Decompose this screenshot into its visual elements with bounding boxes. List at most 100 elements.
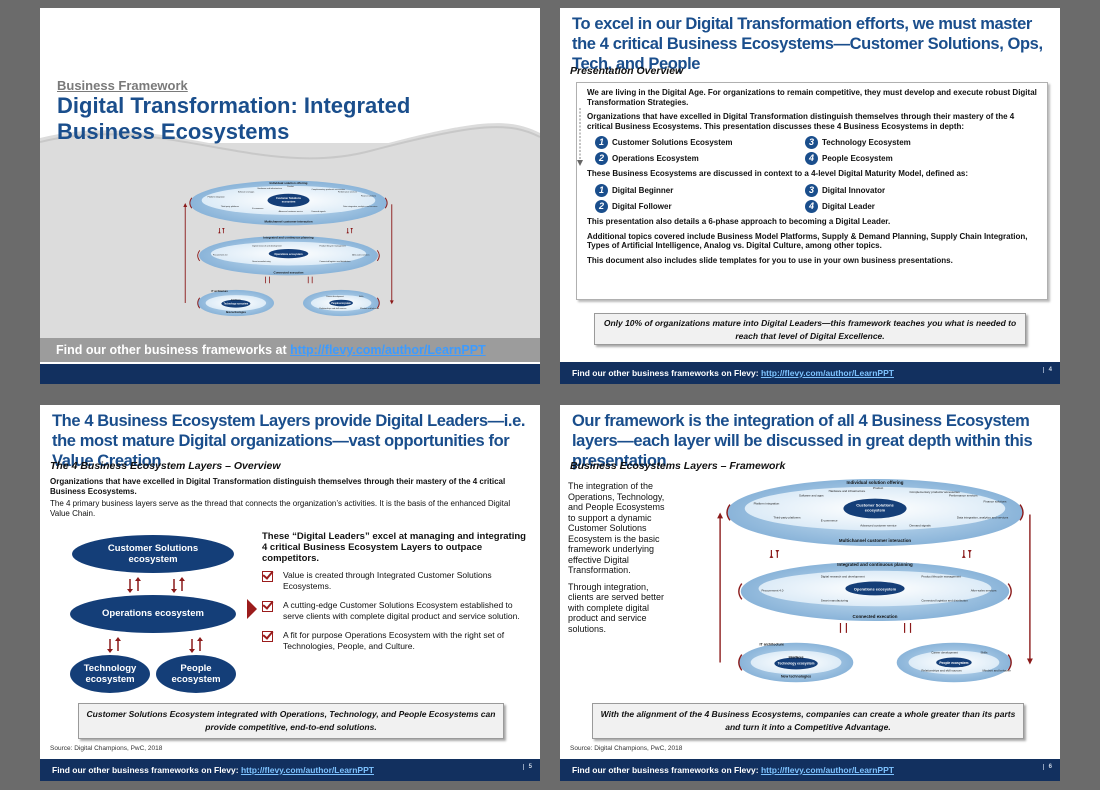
slide-overview[interactable]: To excel in our Digital Transformation e…	[560, 8, 1060, 384]
diagram-item-label: Third-party platforms	[221, 205, 239, 208]
list-item-label: Operations Ecosystem	[612, 154, 699, 164]
framework-diagram: Customer Solutions ecosystem Individual …	[700, 475, 1050, 697]
slide-framework[interactable]: Our framework is the integration of all …	[560, 405, 1060, 781]
number-badge: 1	[595, 136, 608, 150]
cs-core	[843, 498, 907, 519]
ops-core	[845, 581, 905, 596]
footer-text: Find our other business frameworks on Fl…	[572, 368, 761, 378]
diagram-item-label: Third-party platforms	[773, 515, 801, 519]
multichannel-label: Multichannel customer interaction	[839, 538, 912, 543]
tech-core	[774, 657, 818, 670]
overview-paragraph: Organizations that have excelled in Digi…	[587, 112, 1015, 131]
it-architecture-label: IT architecture	[760, 643, 784, 647]
diagram-item-label: Advanced customer service	[860, 523, 897, 527]
integrated-planning-label: Integrated and continuous planning	[263, 236, 313, 240]
diagram-item-label: Digital research and development	[821, 575, 865, 579]
callout-box: With the alignment of the 4 Business Eco…	[592, 703, 1024, 739]
cover-promo-link[interactable]: http://flevy.com/author/LearnPPT	[290, 343, 486, 357]
cs-core-label-1: Customer Solutions	[856, 503, 894, 508]
tech-core	[221, 299, 251, 308]
check-item: A cutting-edge Customer Solutions Ecosys…	[262, 600, 532, 622]
diagram-item-label: Finance solutions	[361, 194, 376, 197]
footer-link[interactable]: http://flevy.com/author/LearnPPT	[760, 765, 894, 775]
source-note: Source: Digital Champions, PwC, 2018	[570, 745, 683, 752]
diagram-item-label: Performance services	[338, 191, 357, 193]
slide-layers-overview[interactable]: The 4 Business Ecosystem Layers provide …	[40, 405, 540, 781]
connected-execution-label: Connected execution	[274, 270, 304, 274]
operations-ellipse: Operations ecosystem	[70, 595, 236, 633]
cover-promo-text: Find our other business frameworks at	[56, 343, 291, 357]
leaders-panel: These “Digital Leaders” excel at managin…	[262, 531, 532, 660]
integrated-planning-label: Integrated and continuous planning	[837, 562, 913, 567]
people-ellipse: People ecosystem	[156, 655, 236, 693]
footer-bar: Find our other business frameworks on Fl…	[40, 759, 540, 781]
ops-core-label: Operations ecosystem	[274, 252, 303, 256]
overview-paragraph: This document also includes slide templa…	[587, 255, 953, 265]
check-item-text: A fit for purpose Operations Ecosystem w…	[283, 630, 505, 651]
leaders-lead: These “Digital Leaders” excel at managin…	[262, 531, 526, 564]
new-technologies-label: New technologies	[781, 674, 811, 678]
diagram-item-label: Connected logistics and distribution	[921, 598, 968, 602]
number-badge: 3	[805, 136, 818, 150]
diagram-item-label: After-sales services	[352, 254, 369, 257]
diagram-item-label: Relationships and skill sources	[921, 668, 962, 672]
checkbox-icon	[262, 571, 273, 582]
diagram-item-label: Finance solutions	[984, 500, 1008, 504]
diagram-item-label: Demand signals	[312, 211, 326, 213]
number-badge: 4	[805, 199, 818, 213]
slide-cover[interactable]: Business Framework Digital Transformatio…	[40, 8, 540, 384]
list-item-label: Digital Innovator	[822, 185, 886, 195]
cover-footer-bar	[40, 364, 540, 384]
diagram-item-label: Smart manufacturing	[252, 260, 270, 263]
side-feedback-arrows	[719, 504, 1031, 671]
diagram-item-label: Performance services	[949, 494, 978, 498]
cs-core-label-2: ecosystem	[865, 508, 886, 513]
diagram-item-label: E-commerce	[821, 518, 838, 522]
footer-bar: Find our other business frameworks on Fl…	[560, 759, 1060, 781]
cs-core-label-2: ecosystem	[282, 199, 296, 203]
it-architecture-label: IT architecture	[212, 290, 229, 293]
overview-box: We are living in the Digital Age. For or…	[576, 82, 1048, 300]
diagram-item-label: Software and apps	[799, 494, 824, 498]
updown-arrows-icon	[107, 637, 203, 653]
callout-box: Customer Solutions Ecosystem integrated …	[78, 703, 504, 739]
number-badge: 3	[805, 183, 818, 197]
people-core-label: People ecosystem	[939, 661, 968, 665]
tech-core-label: Technology ecosystem	[224, 302, 248, 305]
diagram-item-label: Hardware and infrastructure	[258, 187, 282, 190]
source-note: Source: Digital Champions, PwC, 2018	[50, 745, 163, 752]
footer-bar: Find our other business frameworks on Fl…	[560, 362, 1060, 384]
customer-solutions-ellipse: Customer Solutions ecosystem	[72, 535, 234, 573]
diagram-item-label: Platform integration	[208, 196, 225, 199]
footer-link[interactable]: http://flevy.com/author/LearnPPT	[760, 368, 894, 378]
cover-title-line-1: Digital Transformation: Integrated	[57, 93, 411, 118]
footer-text: Find our other business frameworks on Fl…	[572, 765, 761, 775]
slide-title: The 4 Business Ecosystem Layers provide …	[52, 412, 526, 470]
check-item-text: Value is created through Integrated Cust…	[283, 570, 492, 591]
page-number: 5	[522, 764, 532, 770]
diagram-item-label: Skills	[981, 651, 988, 655]
side-feedback-arrows	[184, 197, 393, 309]
slide-subhead: The 4 Business Ecosystem Layers – Overvi…	[50, 460, 281, 472]
footer-link[interactable]: http://flevy.com/author/LearnPPT	[240, 765, 374, 775]
list-item-label: Technology Ecosystem	[822, 138, 911, 148]
diagram-item-label: Procurement 4.0	[213, 254, 228, 257]
slide-subhead: Business Ecosystems Layers – Framework	[570, 460, 786, 472]
diagram-item-label: Mindset and behavior	[360, 307, 379, 310]
layer-connector-arrows	[769, 549, 972, 633]
diagram-item-label: Platform integration	[754, 502, 780, 506]
multichannel-label: Multichannel customer interaction	[264, 220, 312, 224]
diagram-item-label: Relationships and skill sources	[319, 307, 346, 310]
page-number: 6	[1042, 764, 1052, 770]
diagram-item-label: Data integration, analytics and services	[343, 205, 377, 208]
cs-core	[267, 193, 310, 207]
footer-text: Find our other business frameworks on Fl…	[52, 765, 241, 775]
individual-offering-label: Individual solution offering	[847, 480, 904, 485]
connected-execution-label: Connected execution	[853, 614, 898, 619]
